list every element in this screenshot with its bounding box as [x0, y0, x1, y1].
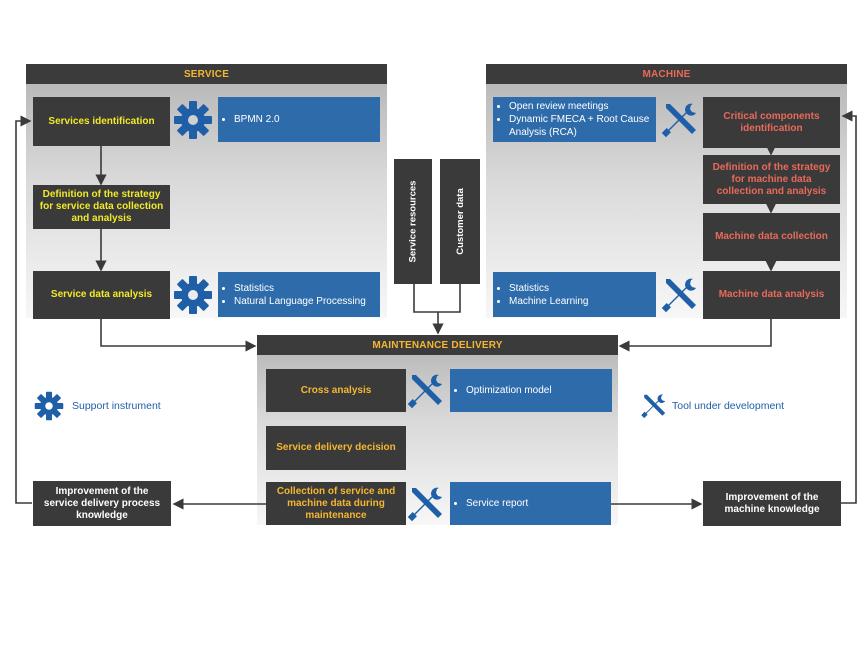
cross-analysis-box: Cross analysis: [266, 369, 406, 412]
tool-item: Statistics: [234, 282, 366, 295]
customer-data-label: Customer data: [454, 188, 466, 255]
service-analysis-tool-box: Statistics Natural Language Processing: [218, 272, 380, 317]
service-delivery-decision-box: Service delivery decision: [266, 426, 406, 470]
legend-development: Tool under development: [640, 391, 784, 421]
tool-item: Service report: [466, 497, 528, 510]
gear-icon: [34, 391, 64, 421]
service-report-tool-box: Service report: [450, 482, 611, 525]
tools-icon: [407, 487, 442, 522]
customer-data-box: Customer data: [440, 159, 480, 284]
bpmn-tool-box: BPMN 2.0: [218, 97, 380, 142]
optimization-tool-box: Optimization model: [450, 369, 612, 412]
machine-data-collection-box: Machine data collection: [703, 213, 840, 261]
tools-icon: [661, 103, 696, 138]
legend-support: Support instrument: [34, 391, 161, 421]
critical-components-box: Critical components identification: [703, 97, 840, 148]
service-header: SERVICE: [26, 64, 387, 84]
critical-tool-box: Open review meetings Dynamic FMECA + Roo…: [493, 97, 656, 142]
tool-item: Statistics: [509, 282, 589, 295]
services-identification-box: Services identification: [33, 97, 170, 146]
service-data-analysis-box: Service data analysis: [33, 271, 170, 319]
gear-icon: [174, 276, 212, 314]
maintenance-header: MAINTENANCE DELIVERY: [257, 335, 618, 355]
tools-icon: [661, 278, 696, 313]
tool-item: Natural Language Processing: [234, 295, 366, 308]
machine-strategy-box: Definition of the strategy for machine d…: [703, 155, 840, 204]
tools-icon: [641, 394, 666, 419]
tool-item: BPMN 2.0: [234, 113, 280, 126]
gear-icon: [174, 101, 212, 139]
service-strategy-box: Definition of the strategy for service d…: [33, 185, 170, 229]
machine-data-analysis-box: Machine data analysis: [703, 271, 840, 319]
legend-development-label: Tool under development: [672, 400, 785, 412]
machine-improvement-box: Improvement of the machine knowledge: [703, 481, 841, 526]
machine-header: MACHINE: [486, 64, 847, 84]
service-resources-label: Service resources: [407, 180, 419, 263]
tool-item: Open review meetings: [509, 100, 650, 113]
tool-item: Optimization model: [466, 384, 552, 397]
service-resources-box: Service resources: [394, 159, 432, 284]
legend-support-label: Support instrument: [72, 400, 161, 412]
tool-item: Dynamic FMECA + Root Cause Analysis (RCA…: [509, 113, 650, 139]
service-improvement-box: Improvement of the service delivery proc…: [33, 481, 171, 526]
collection-box: Collection of service and machine data d…: [266, 482, 406, 525]
tool-item: Machine Learning: [509, 295, 589, 308]
machine-analysis-tool-box: Statistics Machine Learning: [493, 272, 656, 317]
tools-icon: [407, 374, 442, 409]
